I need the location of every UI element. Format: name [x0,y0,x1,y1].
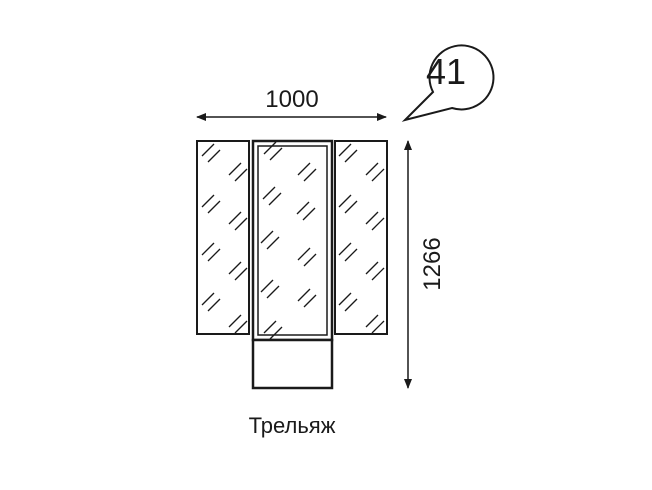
hatch-stroke [266,236,280,250]
hatch-stroke [297,162,311,176]
hatch-stroke [371,168,385,182]
hatch-stroke [263,141,277,155]
glass-hatch-mark [260,279,280,299]
glass-hatch-mark [201,292,221,312]
height-dimension: 1266 [404,140,446,389]
hatch-stroke [201,194,215,208]
hatch-stroke [297,288,311,302]
hatch-stroke [260,279,274,293]
glass-hatch-mark [296,201,316,221]
glass-hatch-mark [365,162,385,182]
hatch-stroke [263,320,277,334]
center-mirror-inner-frame [257,145,328,336]
hatch-stroke [234,267,248,281]
hatch-stroke [297,247,311,261]
caption: Трельяж [249,413,336,438]
hatch-stroke [207,248,221,262]
hatch-stroke [371,320,385,334]
hatch-stroke [302,207,316,221]
left-mirror-panel [196,140,250,335]
glass-hatch-mark [365,261,385,281]
hatch-stroke [234,320,248,334]
hatch-stroke [201,143,215,157]
hatch-stroke [365,211,379,225]
hatch-stroke [269,147,283,161]
hatch-stroke [262,186,276,200]
glass-hatch-mark [297,288,317,308]
height-label: 1266 [419,237,446,290]
hatch-stroke [234,168,248,182]
hatch-stroke [228,261,242,275]
glass-hatch-mark [297,247,317,267]
right-mirror-panel [334,140,388,335]
glass-hatch-mark [228,211,248,231]
hatch-stroke [344,298,358,312]
glass-hatch-mark [338,242,358,262]
glass-hatch-mark [365,211,385,231]
glass-hatch-mark [338,292,358,312]
item-number: 41 [426,51,466,92]
center-mirror-panel [251,139,334,342]
hatch-stroke [269,326,283,340]
hatch-stroke [303,294,317,308]
glass-hatch-mark [263,320,283,340]
hatch-stroke [338,143,352,157]
callout-bubble [401,44,495,122]
hatch-stroke [207,298,221,312]
base-cabinet [251,338,334,390]
hatch-stroke [338,242,352,256]
hatch-stroke [344,149,358,163]
hatch-stroke [296,201,310,215]
hatch-stroke [365,314,379,328]
hatch-stroke [207,200,221,214]
hatch-stroke [234,217,248,231]
hatch-stroke [228,314,242,328]
glass-hatch-mark [228,314,248,334]
glass-hatch-mark [262,186,282,206]
glass-hatch-mark [263,141,283,161]
hatch-stroke [201,292,215,306]
glass-hatch-mark [201,143,221,163]
hatch-stroke [228,162,242,176]
glass-hatch-mark [228,261,248,281]
glass-hatch-mark [201,194,221,214]
item-number-callout: 41 [401,44,495,122]
width-dimension: 1000 [196,86,387,121]
hatch-stroke [371,267,385,281]
glass-hatch-mark [338,143,358,163]
hatch-stroke [201,242,215,256]
hatch-stroke [371,217,385,231]
hatch-stroke [303,168,317,182]
glass-hatch-mark [201,242,221,262]
hatch-stroke [365,261,379,275]
glass-hatch-mark [338,194,358,214]
hatch-stroke [365,162,379,176]
hatch-stroke [338,194,352,208]
glass-hatch-mark [365,314,385,334]
glass-hatch-mark [228,162,248,182]
glass-hatch-mark [260,230,280,250]
hatch-stroke [266,285,280,299]
glass-hatch-mark [297,162,317,182]
hatch-stroke [303,253,317,267]
hatch-stroke [344,248,358,262]
hatch-stroke [344,200,358,214]
width-label: 1000 [265,86,318,113]
glass-hatch-marks [201,141,385,340]
hatch-stroke [207,149,221,163]
hatch-stroke [260,230,274,244]
hatch-stroke [268,192,282,206]
hatch-stroke [338,292,352,306]
hatch-stroke [228,211,242,225]
